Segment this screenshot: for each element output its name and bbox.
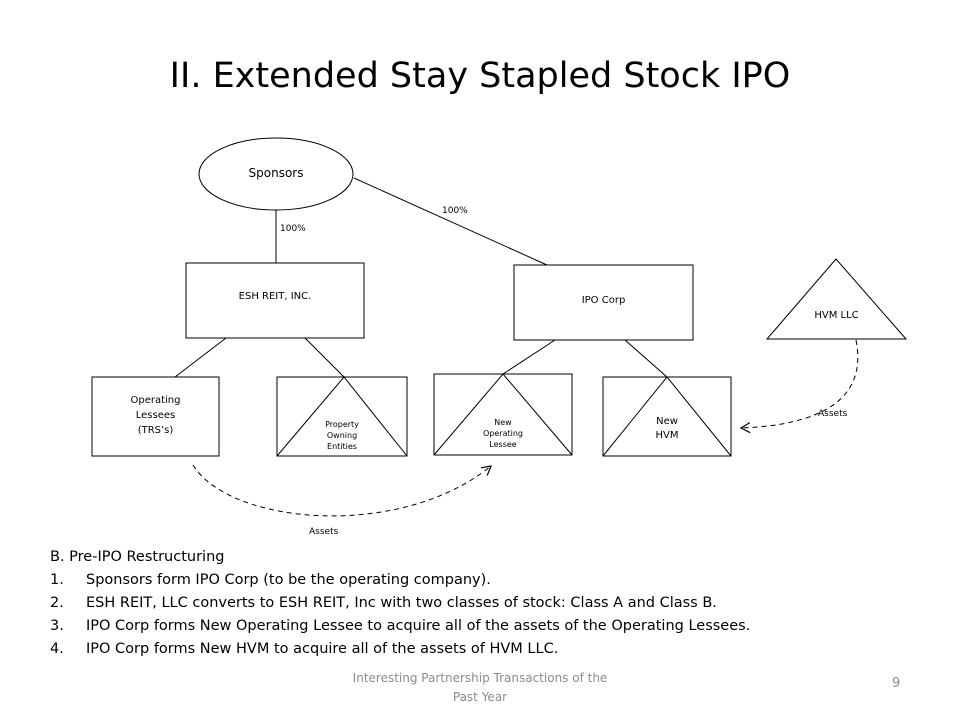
assets-arrow-right (739, 339, 859, 434)
footer-line-1: Interesting Partnership Transactions of … (352, 671, 608, 685)
new-hvm-line-1: New (656, 416, 678, 427)
notes-heading: B. Pre-IPO Restructuring (50, 549, 225, 565)
notes-item-text: ESH REIT, LLC converts to ESH REIT, Inc … (86, 595, 717, 611)
notes-item: 3. IPO Corp forms New Operating Lessee t… (50, 615, 930, 638)
operating-lessees-node (91, 376, 220, 457)
notes-item: 4. IPO Corp forms New HVM to acquire all… (50, 638, 930, 661)
pct-esh-label: 100% (280, 224, 306, 234)
esh-operating-line (174, 337, 227, 378)
hvm-llc-node (765, 258, 908, 340)
ipo-corp-label: IPO Corp (581, 295, 626, 306)
operating-lessees-line-2: Lessees (135, 410, 176, 421)
esh-reit-label: ESH REIT, INC. (238, 291, 312, 302)
notes-item-text: IPO Corp forms New HVM to acquire all of… (86, 641, 559, 657)
operating-lessees-line-3: (TRS’s) (137, 425, 174, 436)
property-owning-line-2: Owning (326, 431, 358, 440)
restructuring-notes: B. Pre-IPO Restructuring 1. Sponsors for… (50, 546, 930, 661)
new-hvm-node (602, 376, 732, 457)
notes-item-number: 1. (50, 572, 64, 588)
new-operating-lessee-line-3: Lessee (489, 440, 517, 449)
ipo-newhvm-line (624, 339, 668, 378)
notes-item: 2. ESH REIT, LLC converts to ESH REIT, I… (50, 592, 930, 615)
property-owning-line-3: Entities (327, 442, 357, 451)
notes-item-number: 3. (50, 618, 64, 634)
operating-lessees-line-1: Operating (130, 395, 181, 406)
property-owning-node (276, 376, 408, 457)
new-hvm-line-2: HVM (655, 430, 679, 441)
property-owning-label: Property Owning Entities (277, 419, 407, 452)
ipo-newlessee-line (502, 339, 556, 375)
assets-label-bottom: Assets (309, 527, 339, 537)
new-hvm-triangle (602, 376, 732, 457)
new-operating-lessee-triangle (433, 373, 573, 456)
assets-arrow-bottom (192, 464, 492, 517)
notes-item-text: Sponsors form IPO Corp (to be the operat… (86, 572, 491, 588)
new-operating-lessee-line-2: Operating (483, 429, 523, 438)
page-number: 9 (892, 676, 901, 691)
new-operating-lessee-label: New Operating Lessee (434, 417, 572, 450)
sponsors-label: Sponsors (248, 166, 304, 180)
hvm-llc-label: HVM LLC (814, 310, 859, 321)
esh-reit-node (185, 262, 365, 339)
ipo-corp-node (513, 264, 694, 341)
notes-item-text: IPO Corp forms New Operating Lessee to a… (86, 618, 751, 634)
property-owning-line-1: Property (325, 420, 359, 429)
slide-footer: Interesting Partnership Transactions of … (330, 669, 630, 707)
pct-ipo-label: 100% (442, 206, 468, 216)
operating-lessees-label: Operating Lessees (TRS’s) (92, 393, 219, 438)
footer-line-2: Past Year (452, 690, 508, 704)
property-owning-triangle (276, 376, 408, 457)
notes-item-number: 4. (50, 641, 64, 657)
slide-title: II. Extended Stay Stapled Stock IPO (169, 56, 791, 96)
notes-item-number: 2. (50, 595, 64, 611)
new-operating-lessee-node (433, 373, 573, 456)
sponsors-node (198, 137, 354, 211)
new-hvm-label: New HVM (603, 415, 731, 443)
assets-label-right: Assets (818, 409, 848, 419)
notes-item: 1. Sponsors form IPO Corp (to be the ope… (50, 569, 930, 592)
sponsors-ipo-line (353, 177, 548, 266)
esh-property-line (304, 337, 345, 378)
new-operating-lessee-line-1: New (494, 418, 512, 427)
